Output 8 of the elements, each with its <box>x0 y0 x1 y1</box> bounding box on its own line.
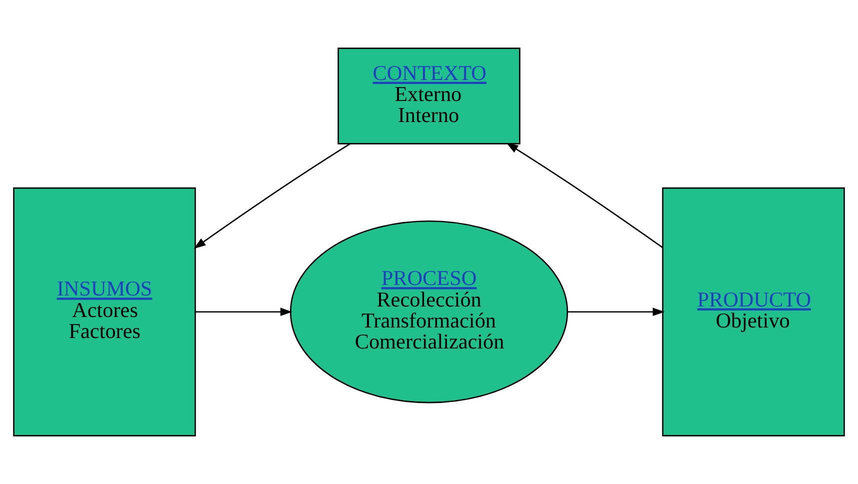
node-box: PRODUCTO Objetivo <box>662 187 845 436</box>
node-ellipse: PROCESO Recolección Transformación Comercialización <box>290 220 568 404</box>
node-box: CONTEXTO Externo Interno <box>338 48 520 144</box>
node-box: INSUMOS Actores Factores <box>13 187 196 436</box>
arrow <box>506 142 663 248</box>
arrow <box>195 308 292 316</box>
arrow <box>568 308 665 316</box>
arrow <box>194 143 350 249</box>
